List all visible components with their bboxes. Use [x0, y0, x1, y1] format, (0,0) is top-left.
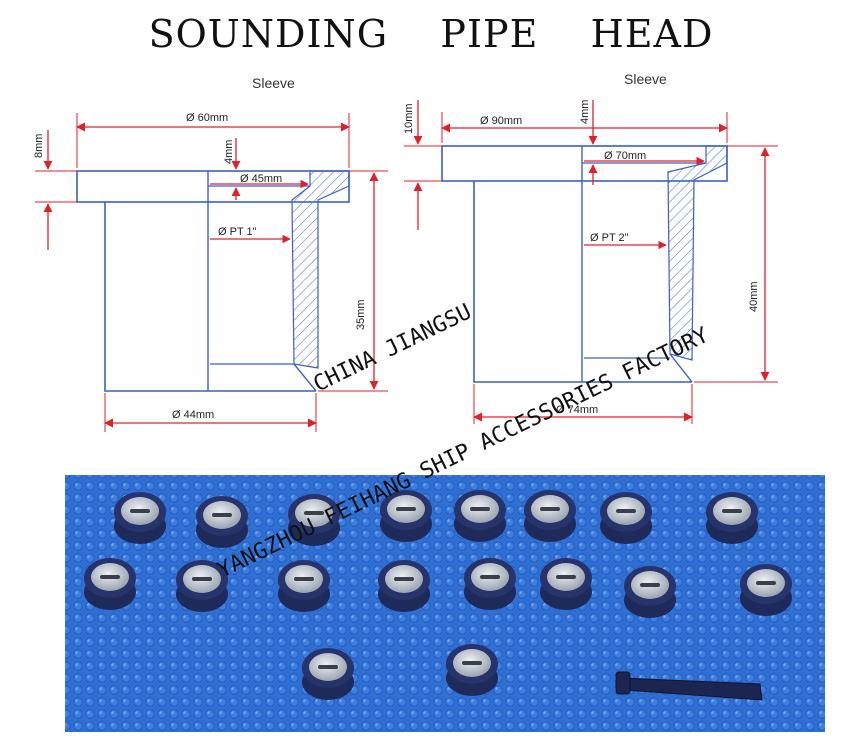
right-thread-text: Ø PT 2"	[590, 232, 629, 244]
sounding-cap	[454, 490, 506, 542]
sounding-cap	[624, 566, 676, 618]
left-height-text: 35mm	[355, 299, 367, 330]
left-recess-text: 4mm	[223, 140, 235, 164]
right-recess-diameter-text: Ø 70mm	[604, 150, 646, 162]
left-top-diameter-text: Ø 60mm	[186, 112, 228, 124]
sounding-cap	[446, 644, 498, 696]
sounding-cap	[524, 490, 576, 542]
page-title: SOUNDING PIPE HEAD	[148, 12, 714, 56]
left-thread-text: Ø PT 1"	[218, 226, 257, 238]
sounding-caps-group	[84, 490, 792, 700]
right-chamfer	[669, 353, 693, 383]
product-photo	[65, 475, 825, 732]
sounding-cap	[114, 492, 166, 544]
sounding-cap	[378, 560, 430, 612]
right-height-text: 40mm	[748, 281, 760, 312]
left-flange-text: 8mm	[33, 134, 45, 158]
left-sleeve-label: Sleeve	[252, 75, 295, 91]
sounding-cap	[706, 492, 758, 544]
sounding-cap	[84, 558, 136, 610]
sounding-cap	[600, 492, 652, 544]
sounding-cap	[380, 490, 432, 542]
sounding-cap	[278, 560, 330, 612]
right-sleeve-label: Sleeve	[624, 71, 667, 87]
sounding-cap	[196, 496, 248, 548]
right-body-outline	[473, 181, 692, 383]
sounding-cap	[288, 494, 340, 546]
sounding-cap	[302, 648, 354, 700]
left-body-outline	[104, 202, 316, 392]
right-top-diameter-text: Ø 90mm	[480, 115, 522, 127]
spanner-tool	[615, 671, 763, 701]
left-sleeve-drawing: Sleeve Ø 60mm 8mm 4mm	[33, 75, 388, 432]
right-body-diameter-text: Ø 74mm	[556, 404, 598, 416]
right-sleeve-drawing: Sleeve Ø 90mm 10mm 4mm	[403, 71, 778, 424]
right-wall-section	[667, 145, 728, 361]
left-recess-diameter-text: Ø 45mm	[240, 173, 282, 185]
right-recess-text: 4mm	[579, 100, 591, 124]
sounding-cap	[540, 558, 592, 610]
left-chamfer	[293, 363, 317, 392]
left-body-diameter-text: Ø 44mm	[172, 409, 214, 421]
sounding-cap	[740, 564, 792, 616]
watermark-line1: CHINA JIANGSU	[310, 299, 476, 397]
left-wall-section	[291, 170, 350, 369]
sounding-cap	[464, 558, 516, 610]
right-flange-text: 10mm	[403, 103, 415, 134]
sounding-cap	[176, 560, 228, 612]
